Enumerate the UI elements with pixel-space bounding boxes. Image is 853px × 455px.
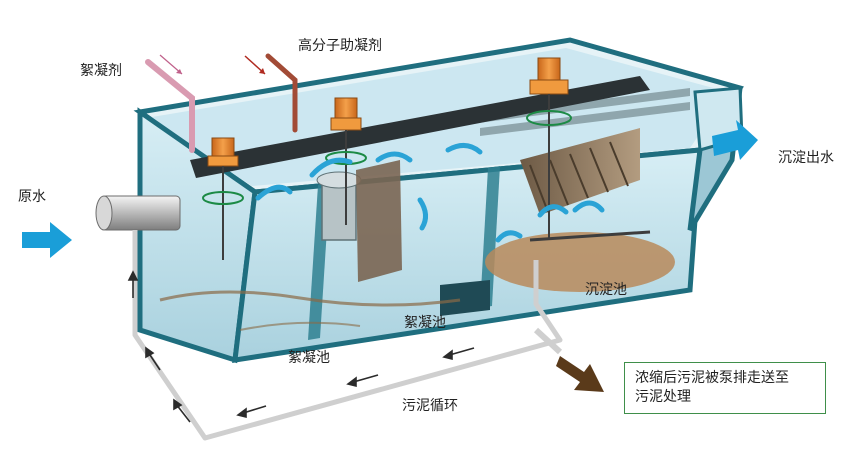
label-floc-tank-2: 絮凝池: [404, 315, 446, 331]
sludge-recycle-pipe: [132, 230, 563, 441]
label-flocculant: 絮凝剂: [80, 63, 122, 79]
mixer-3: [526, 57, 651, 242]
tank-body: [133, 37, 744, 364]
sludge-blanket: [159, 232, 675, 331]
note-line-1: 浓缩后污泥被泵排走送至: [635, 370, 789, 386]
internal-flow-arrows: [255, 143, 605, 243]
label-effluent: 沉淀出水: [778, 150, 834, 166]
label-settling-tank: 沉淀池: [585, 282, 627, 298]
polymer-pipe: [244, 53, 298, 133]
flocculant-pipe: [145, 54, 195, 153]
sludge-discharge-arrow: [556, 356, 604, 392]
recycle-direction-arrows: [127, 270, 475, 423]
inlet-pipe: [95, 195, 181, 231]
label-raw-water: 原水: [18, 189, 46, 205]
mixer-2: [325, 97, 367, 225]
baffle-plate: [356, 160, 402, 282]
label-sludge-recycle: 污泥循环: [402, 398, 458, 414]
label-floc-tank-1: 絮凝池: [288, 350, 330, 366]
sludge-disposal-note: 浓缩后污泥被泵排走送至 污泥处理: [624, 362, 826, 414]
raw-water-arrow: [22, 222, 72, 258]
effluent-arrow: [712, 120, 758, 160]
walkway-bridge: [190, 76, 650, 178]
label-polymer-aid: 高分子助凝剂: [298, 38, 382, 54]
note-line-2: 污泥处理: [635, 389, 691, 405]
reactor-tube: [316, 171, 362, 241]
mixer-1: [202, 137, 244, 260]
